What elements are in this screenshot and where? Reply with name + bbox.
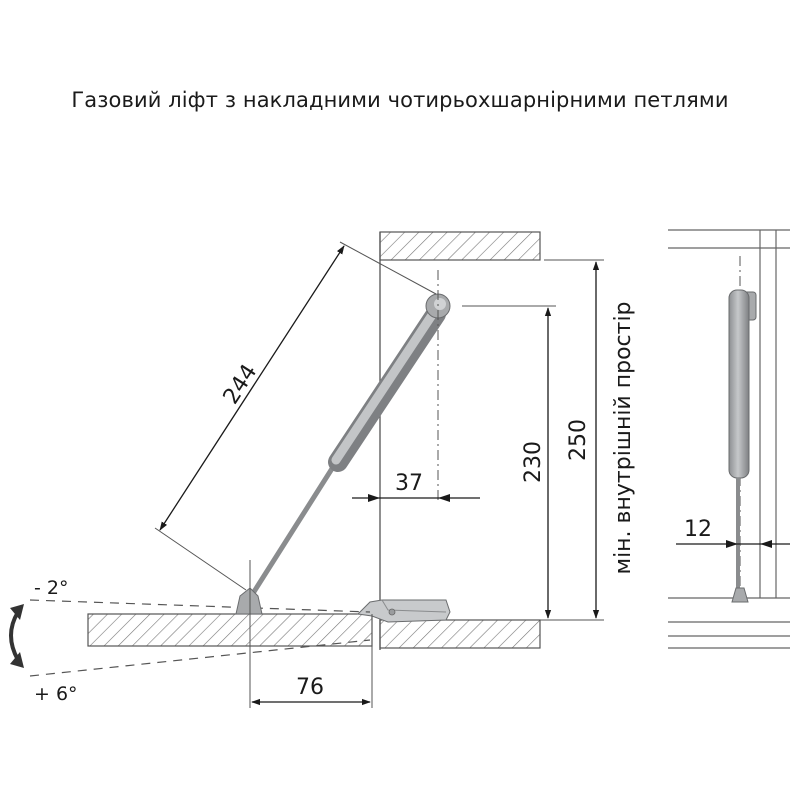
min-space-label: мін. внутрішній простір bbox=[611, 301, 636, 574]
angle-plus-label: + 6° bbox=[34, 683, 78, 705]
side-view bbox=[668, 229, 790, 649]
page-title: Газовий ліфт з накладними чотирьохшарнір… bbox=[71, 88, 729, 112]
rotate-arrow-icon bbox=[9, 610, 20, 661]
angle-minus-label: - 2° bbox=[34, 577, 68, 599]
dimension-12-label: 12 bbox=[684, 517, 712, 542]
door-panel bbox=[87, 613, 373, 647]
angle-line-plus bbox=[29, 639, 371, 677]
hinge-icon bbox=[356, 599, 451, 623]
gas-lift-strut bbox=[235, 293, 451, 615]
dimension-37-label: 37 bbox=[395, 471, 423, 496]
cabinet-bottom-shelf bbox=[379, 619, 541, 649]
dimension-244-label: 244 bbox=[219, 360, 263, 409]
dimension-250-label: 250 bbox=[566, 419, 591, 461]
dimension-76-label: 76 bbox=[296, 675, 324, 700]
cabinet-top-panel bbox=[379, 231, 541, 261]
angle-line-minus bbox=[29, 599, 371, 613]
dimension-230-label: 230 bbox=[521, 441, 546, 483]
dimension-244-line bbox=[159, 245, 345, 531]
